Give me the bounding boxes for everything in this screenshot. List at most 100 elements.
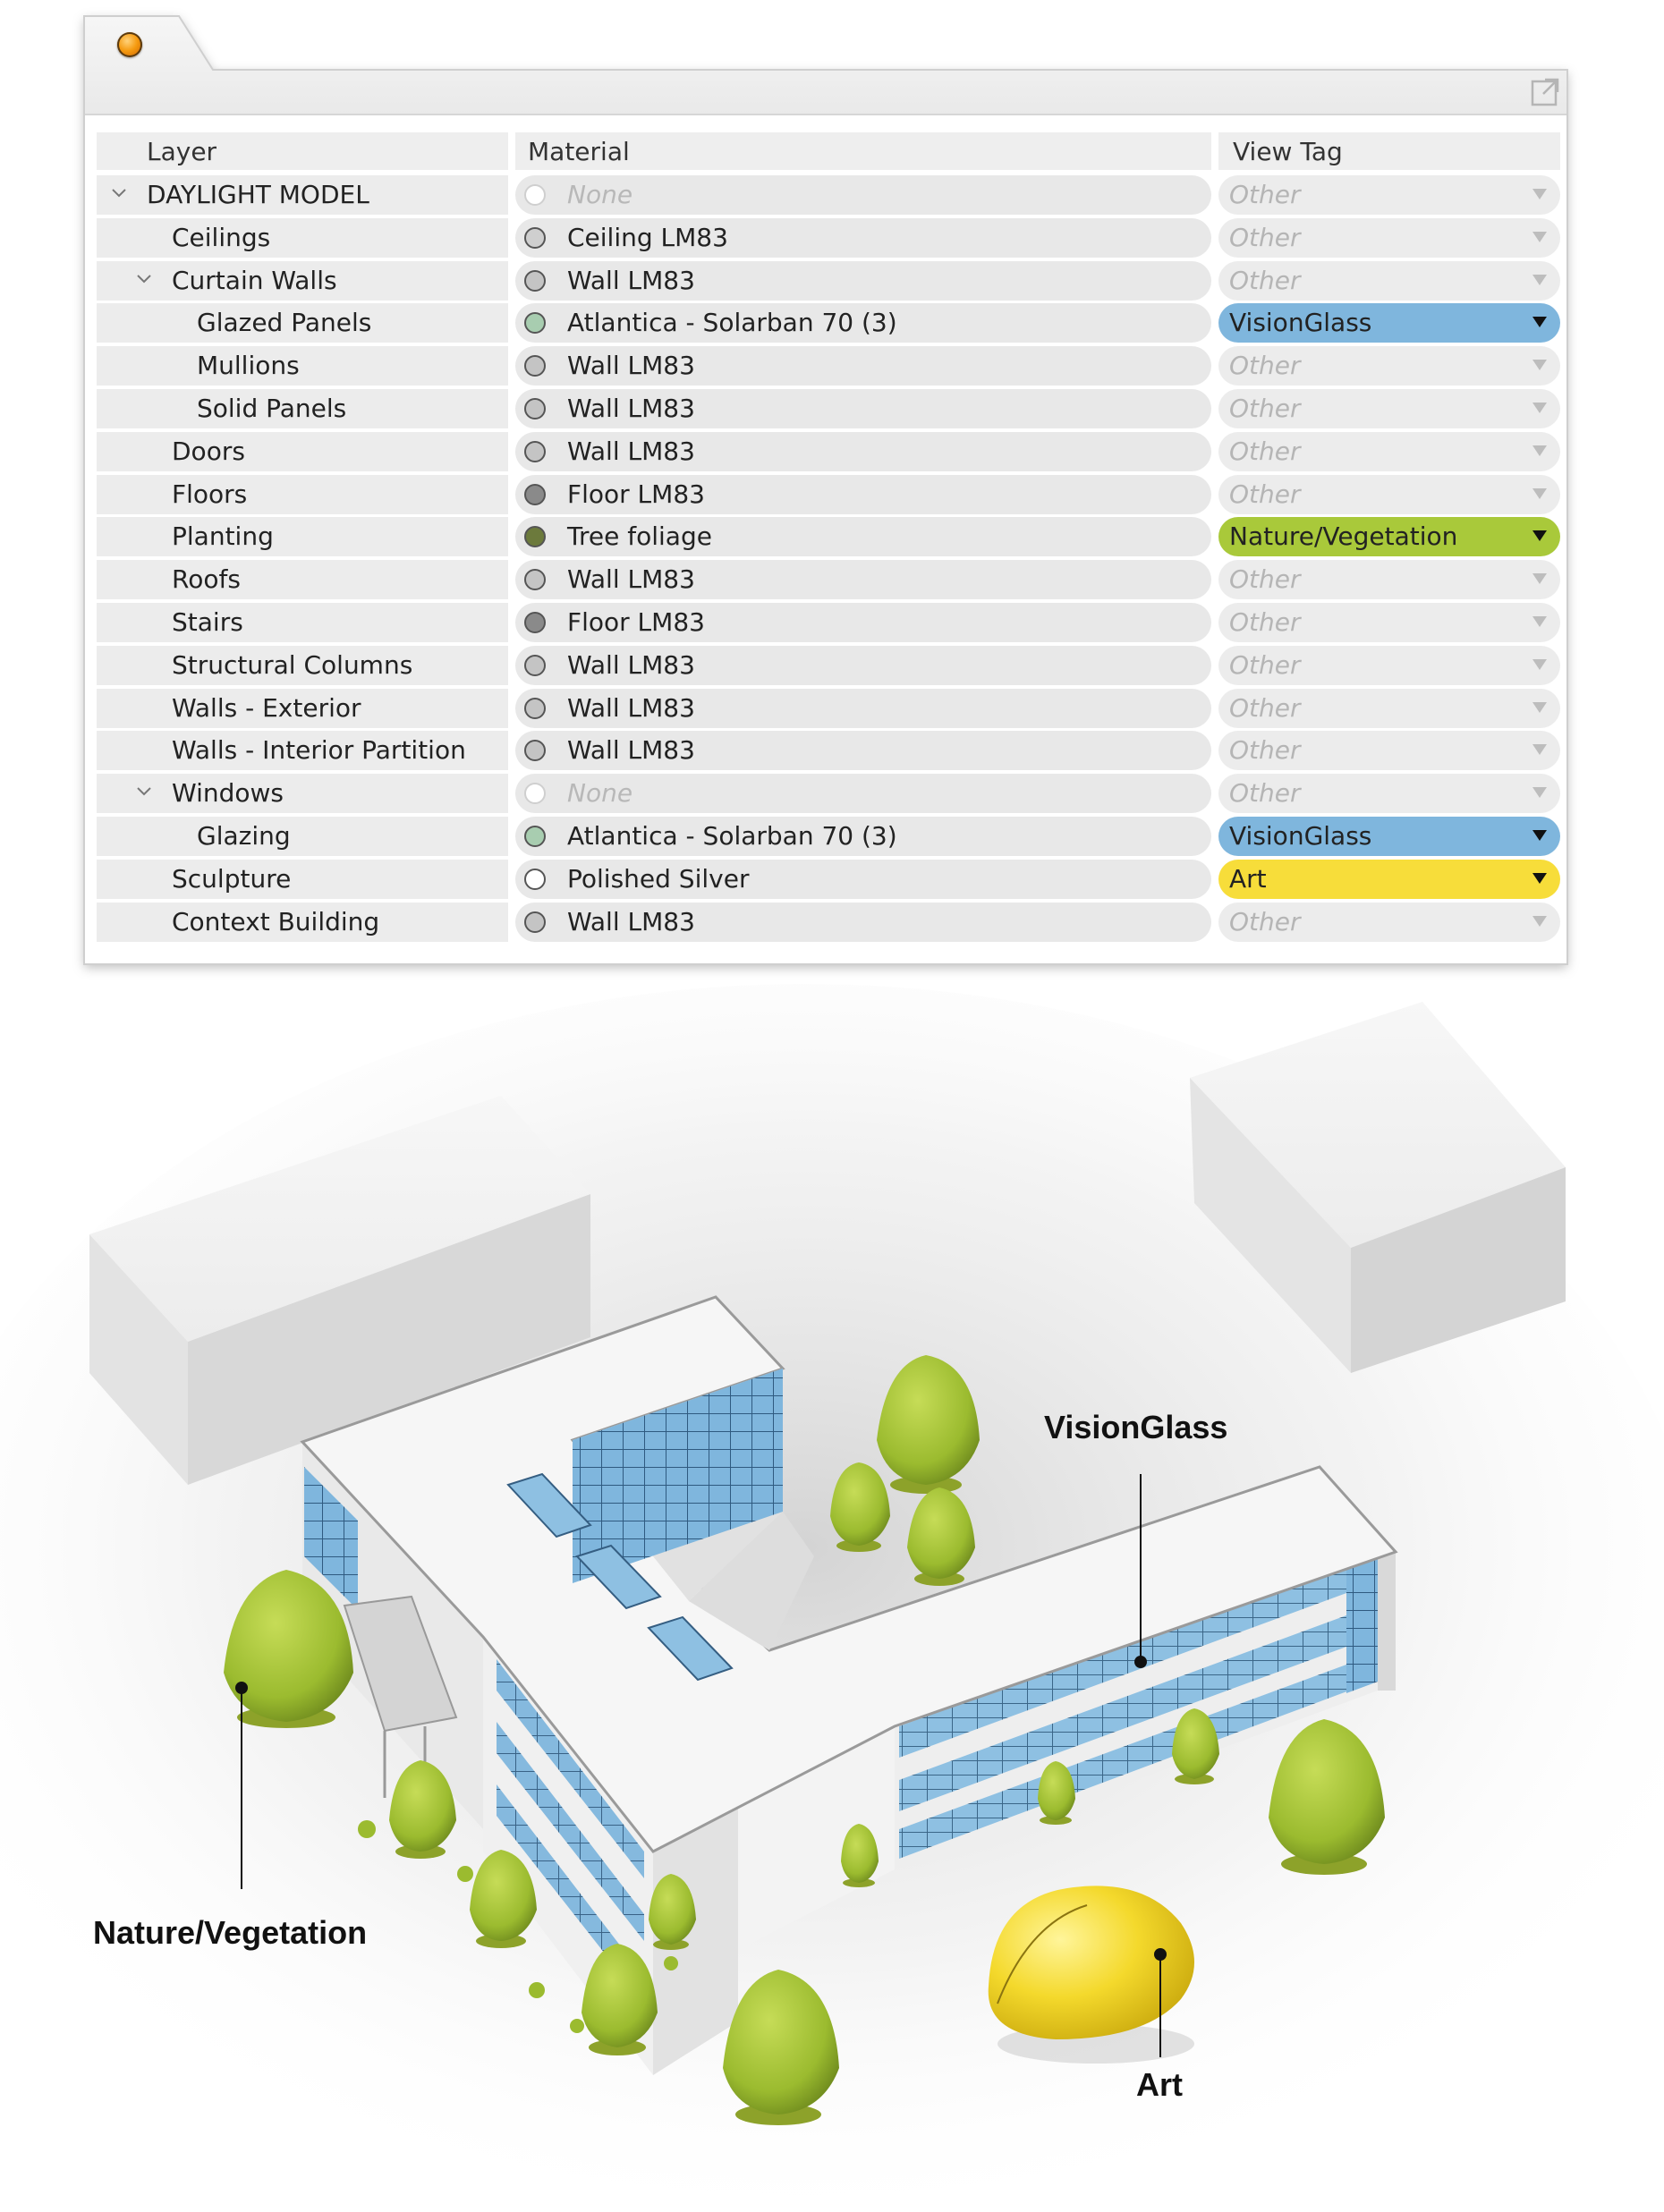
layer-cell[interactable] [97,731,508,770]
view-tag-dropdown[interactable]: Nature/Vegetation [1218,517,1560,556]
material-cell[interactable]: Wall LM83 [515,346,1211,386]
layer-cell[interactable] [97,774,508,813]
material-cell[interactable]: Wall LM83 [515,432,1211,471]
layer-cell[interactable] [97,218,508,258]
dropdown-arrow-icon[interactable] [1532,872,1548,885]
chevron-down-icon[interactable] [136,786,152,797]
dropdown-arrow-icon[interactable] [1532,701,1548,714]
layer-cell[interactable] [97,646,508,685]
dropdown-arrow-icon[interactable] [1532,915,1548,928]
layer-cell[interactable] [97,303,508,343]
dropdown-arrow-icon[interactable] [1532,316,1548,328]
dropdown-arrow-icon[interactable] [1532,743,1548,756]
material-cell[interactable]: Wall LM83 [515,646,1211,685]
layer-cell[interactable] [97,817,508,856]
material-cell[interactable]: None [515,774,1211,813]
layer-cell[interactable] [97,689,508,728]
dropdown-arrow-icon[interactable] [1532,445,1548,457]
orange-orb-icon[interactable] [117,32,142,57]
layer-cell[interactable] [97,175,508,215]
material-cell[interactable]: Wall LM83 [515,689,1211,728]
view-tag-dropdown[interactable]: Other [1218,346,1560,386]
view-tag-dropdown[interactable]: Other [1218,389,1560,428]
dropdown-arrow-icon[interactable] [1532,487,1548,500]
layer-cell[interactable] [97,475,508,514]
dropdown-arrow-icon[interactable] [1532,658,1548,671]
layer-column-header[interactable]: Layer [147,137,217,166]
material-cell[interactable]: Wall LM83 [515,731,1211,770]
view-tag-column-header[interactable]: View Tag [1233,137,1343,166]
material-cell[interactable]: Floor LM83 [515,603,1211,642]
view-tag-dropdown[interactable]: VisionGlass [1218,817,1560,856]
chevron-down-icon[interactable] [111,188,127,199]
material-cell[interactable]: Polished Silver [515,860,1211,899]
view-tag-dropdown[interactable]: Other [1218,731,1560,770]
view-tag-dropdown[interactable]: Other [1218,475,1560,514]
layer-cell[interactable] [97,261,508,301]
view-tag-dropdown[interactable]: Other [1218,603,1560,642]
material-cell[interactable]: Atlantica - Solarban 70 (3) [515,817,1211,856]
view-tag-dropdown[interactable]: Other [1218,560,1560,599]
dropdown-arrow-icon[interactable] [1532,530,1548,542]
material-name: Wall LM83 [567,436,695,466]
view-tag-dropdown[interactable]: Other [1218,175,1560,215]
material-cell[interactable]: Wall LM83 [515,903,1211,942]
material-cell[interactable]: Ceiling LM83 [515,218,1211,258]
layer-cell[interactable] [97,903,508,942]
view-tag-dropdown[interactable]: Art [1218,860,1560,899]
layer-cell[interactable] [97,517,508,556]
expand-window-icon[interactable] [1530,77,1560,107]
layer-cell[interactable] [97,860,508,899]
view-tag-dropdown[interactable]: Other [1218,774,1560,813]
view-tag-dropdown[interactable]: Other [1218,432,1560,471]
material-cell[interactable]: None [515,175,1211,215]
material-cell[interactable]: Wall LM83 [515,389,1211,428]
view-tag-dropdown[interactable]: Other [1218,646,1560,685]
dropdown-arrow-icon[interactable] [1532,359,1548,371]
view-tag-dropdown[interactable]: Other [1218,689,1560,728]
material-cell[interactable]: Atlantica - Solarban 70 (3) [515,303,1211,343]
dropdown-arrow-icon[interactable] [1532,231,1548,243]
layer-cell[interactable] [97,560,508,599]
material-cell[interactable]: Floor LM83 [515,475,1211,514]
view-tag-dropdown[interactable]: Other [1218,261,1560,301]
material-cell[interactable]: Wall LM83 [515,560,1211,599]
layer-cell[interactable] [97,389,508,428]
material-cell[interactable]: Tree foliage [515,517,1211,556]
layer-cell[interactable] [97,346,508,386]
chevron-down-icon[interactable] [136,274,152,284]
dropdown-arrow-icon[interactable] [1532,786,1548,799]
view-tag-dropdown[interactable]: Other [1218,218,1560,258]
material-column-header[interactable]: Material [528,137,630,166]
dropdown-arrow-icon[interactable] [1532,402,1548,414]
layer-cell[interactable] [97,603,508,642]
layer-cell[interactable] [97,432,508,471]
view-tag-dropdown[interactable]: VisionGlass [1218,303,1560,343]
material-swatch-icon [524,783,546,804]
dropdown-arrow-icon[interactable] [1532,829,1548,842]
dropdown-arrow-icon[interactable] [1532,615,1548,628]
view-tag-dropdown[interactable]: Other [1218,903,1560,942]
material-cell[interactable]: Wall LM83 [515,261,1211,301]
dropdown-arrow-icon[interactable] [1532,188,1548,200]
dropdown-arrow-icon[interactable] [1532,274,1548,286]
dropdown-arrow-icon[interactable] [1532,572,1548,585]
